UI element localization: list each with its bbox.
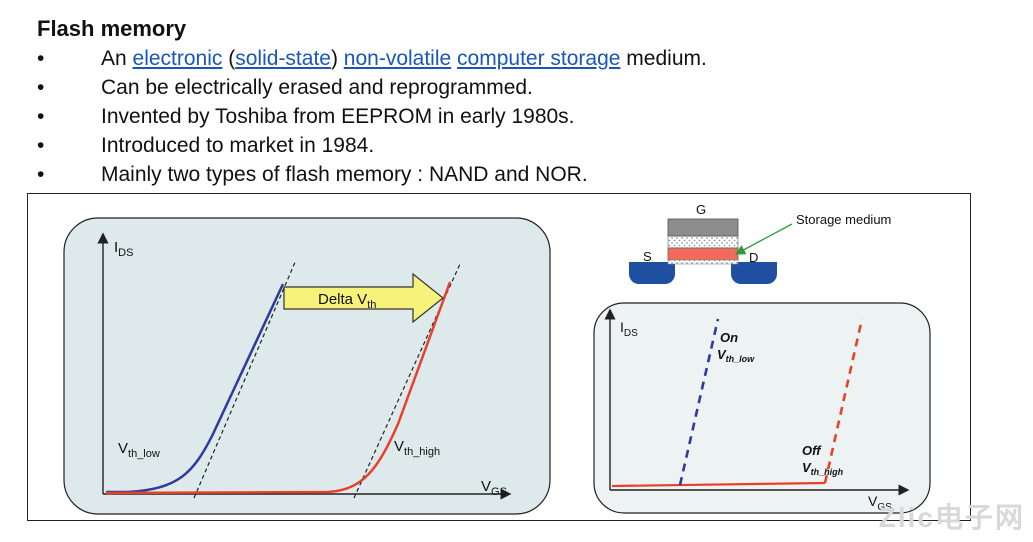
tunnel-oxide — [667, 235, 739, 249]
bullet-text-part: Can be electrically erased and reprogram… — [101, 76, 533, 99]
bullet-text: Invented by Toshiba from EEPROM in early… — [101, 102, 575, 131]
bullet-dot: • — [37, 105, 45, 128]
off-state-baseline — [611, 481, 826, 488]
bullet-dot: • — [37, 47, 45, 70]
diagram-canvas: IDS VGS Delta Vth Vth_low Vth_high G — [63, 202, 931, 515]
delta-vth-label: Delta Vth — [318, 291, 376, 311]
transistor-schematic: G S D Storage medium — [629, 202, 891, 284]
bullet-text-part: Mainly two types of flash memory : NAND … — [101, 163, 588, 186]
source-label: S — [643, 249, 652, 264]
bullet-text-part: ( — [222, 47, 236, 70]
right-x-axis-label: VGS — [868, 493, 892, 513]
drain-label: D — [749, 250, 758, 265]
bullet-text: An electronic (solid-state) non-volatile… — [101, 44, 707, 73]
left-plot: IDS VGS Delta Vth Vth_low Vth_high — [63, 217, 551, 515]
on-state-dashed-line — [678, 318, 720, 486]
vth-low-label: Vth_low — [118, 440, 160, 460]
high-tangent-line — [353, 263, 461, 499]
left-x-axis-label: VGS — [481, 478, 507, 498]
watermark-logo: Zlic电子网 — [878, 502, 1025, 533]
off-vth-label: Vth_high — [802, 460, 844, 477]
slide-title: Flash memory — [37, 16, 187, 41]
link-non-volatile[interactable]: non-volatile — [343, 47, 452, 70]
on-vth-label: Vth_low — [717, 347, 755, 364]
storage-pointer-arrow — [734, 223, 793, 255]
right-plot: IDS VGS On Vth_low Off Vth_high — [593, 302, 931, 514]
storage-layer — [667, 247, 739, 261]
bullet-text-part: ) — [330, 47, 344, 70]
bullet-text-part: An — [101, 47, 133, 70]
bullet-text: Can be electrically erased and reprogram… — [101, 73, 533, 102]
link-solid-state[interactable]: solid-state — [235, 47, 331, 70]
storage-medium-label: Storage medium — [796, 212, 891, 227]
bullet-text-part: medium. — [620, 47, 707, 70]
vth-high-label: Vth_high — [394, 438, 440, 458]
link-electronic[interactable]: electronic — [132, 47, 223, 70]
left-plot-panel — [63, 217, 551, 515]
gate-label: G — [696, 202, 706, 217]
bullet-dot: • — [37, 134, 45, 157]
gate-electrode — [667, 218, 739, 237]
bullet-text: Introduced to market in 1984. — [101, 131, 374, 160]
bullet-text-part: Introduced to market in 1984. — [101, 134, 375, 157]
bullet-text: Mainly two types of flash memory : NAND … — [101, 160, 588, 189]
left-y-axis-label: IDS — [114, 239, 133, 259]
curve-vth-high — [105, 281, 452, 495]
right-plot-panel — [593, 302, 931, 514]
flash-diagram-figure: IDS VGS Delta Vth Vth_low Vth_high G — [27, 193, 971, 521]
delta-vth-arrow — [283, 272, 444, 324]
right-y-axis-label: IDS — [620, 319, 638, 339]
bullet-dot: • — [37, 163, 45, 186]
low-tangent-line — [193, 259, 297, 499]
curve-vth-low — [106, 283, 285, 494]
off-label: Off — [802, 443, 822, 458]
link-computer-storage[interactable]: computer storage — [457, 47, 621, 70]
on-label: On — [720, 330, 738, 345]
off-state-dashed-line — [823, 318, 864, 484]
bullet-dot: • — [37, 76, 45, 99]
bullet-text-part: Invented by Toshiba from EEPROM in early… — [101, 105, 575, 128]
